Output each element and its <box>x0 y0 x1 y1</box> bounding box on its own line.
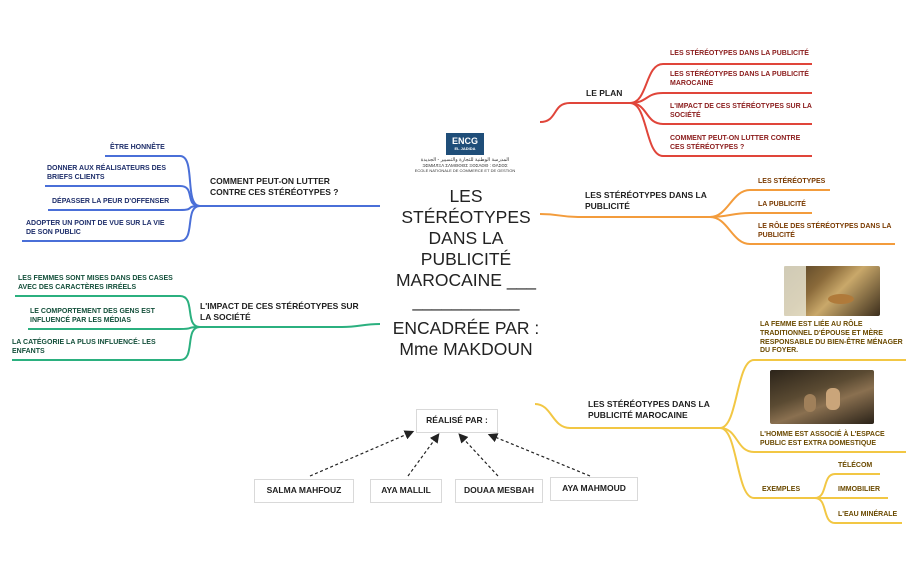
exemple-item-3: L'EAU MINÉRALE <box>838 511 898 518</box>
lutter-branch-lines <box>22 155 380 242</box>
plan-item-2: LES STÉRÉOTYPES DANS LA PUBLICITÉ MAROCA… <box>670 71 809 87</box>
central-title: LES STÉRÉOTYPES DANS LA PUBLICITÉ MAROCA… <box>395 186 537 290</box>
pub-title: LES STÉRÉOTYPES DANS LA PUBLICITÉ <box>585 190 707 211</box>
author-box-2: AYA MALLIL <box>370 479 442 503</box>
author-box-1: SALMA MAHFOUZ <box>254 479 354 503</box>
plan-item-1: LES STÉRÉOTYPES DANS LA PUBLICITÉ <box>670 50 809 57</box>
ad-photo-woman <box>784 266 880 316</box>
impact-item-3: LA CATÉGORIE LA PLUS INFLUENCÉ: LES ENFA… <box>12 339 156 355</box>
pub-item-2: LA PUBLICITÉ <box>758 201 806 208</box>
pub-item-3: LE RÔLE DES STÉRÉOTYPES DANS LA PUBLICIT… <box>758 223 892 239</box>
impact-item-1: LES FEMMES SONT MISES DANS DES CASES AVE… <box>18 275 173 291</box>
central-separator: ___________ <box>412 291 520 311</box>
plan-title: LE PLAN <box>586 88 623 98</box>
exemple-item-1: TÉLÉCOM <box>838 462 873 469</box>
plan-branch-lines <box>539 63 812 157</box>
plan-item-4: COMMENT PEUT-ON LUTTER CONTRE CES STÉRÉO… <box>670 135 801 151</box>
ad-photo-man <box>770 370 874 424</box>
impact-title: L'IMPACT DE CES STÉRÉOTYPES SUR LA SOCIÉ… <box>200 301 359 322</box>
exemple-item-2: IMMOBILIER <box>838 486 880 493</box>
lutter-title: COMMENT PEUT-ON LUTTER CONTRE CES STÉRÉO… <box>210 176 339 197</box>
author-arrows <box>309 430 591 477</box>
encg-badge-sub: EL JADIDA <box>454 146 476 151</box>
logo-line-2: ЭΣΜИЛΞΛ ΣΛΜΘΘΘΣ ΞΘΣΛΘΘ : ΘΛΣΘΣ <box>422 163 508 168</box>
impact-branch-lines <box>12 295 381 361</box>
encg-badge-text: ENCG <box>451 136 478 146</box>
author-box-3: DOUAA MESBAH <box>455 479 543 503</box>
lutter-item-3: DÉPASSER LA PEUR D'OFFENSER <box>52 198 170 205</box>
maroc-branch-lines <box>534 359 906 524</box>
central-topic: LES STÉRÉOTYPES DANS LA PUBLICITÉ MAROCA… <box>390 186 542 360</box>
central-supervisor: ENCADRÉE PAR : Mme MAKDOUN <box>392 318 540 359</box>
maroc-femme: LA FEMME EST LIÉE AU RÔLE TRADITIONNEL D… <box>760 321 903 355</box>
ad-photo-woman-light <box>784 266 806 316</box>
impact-item-2: LE COMPORTEMENT DES GENS EST INFLUENCÉ P… <box>30 308 155 324</box>
logo-line-3: ECOLE NATIONALE DE COMMERCE ET DE GESTIO… <box>414 168 516 173</box>
ad-photo-man-figure-2 <box>804 394 816 412</box>
exemples-label: EXEMPLES <box>762 486 801 493</box>
ad-photo-man-figure <box>826 388 840 410</box>
author-box-4: AYA MAHMOUD <box>550 477 638 501</box>
encg-badge: ENCG EL JADIDA <box>446 133 484 155</box>
pub-item-1: LES STÉRÉOTYPES <box>758 178 826 185</box>
encg-logo: ENCG EL JADIDA المدرسة الوطنية للتجارة و… <box>405 133 525 173</box>
ad-photo-woman-dish <box>828 294 854 304</box>
logo-arabic-line: المدرسة الوطنية للتجارة والتسيير - الجدي… <box>420 157 510 163</box>
lutter-item-1: ÊTRE HONNÊTE <box>110 144 165 151</box>
pub-branch-lines <box>539 189 895 245</box>
lutter-item-4: ADOPTER UN POINT DE VUE SUR LA VIE DE SO… <box>26 220 165 236</box>
plan-item-3: L'IMPACT DE CES STÉRÉOTYPES SUR LA SOCIÉ… <box>670 103 812 119</box>
maroc-title: LES STÉRÉOTYPES DANS LA PUBLICITÉ MAROCA… <box>588 399 710 420</box>
maroc-homme: L'HOMME EST ASSOCIÉ À L'ESPACE PUBLIC ES… <box>760 431 885 447</box>
realise-par-box: RÉALISÉ PAR : <box>416 409 498 433</box>
lutter-item-2: DONNER AUX RÉALISATEURS DES BRIEFS CLIEN… <box>47 165 167 181</box>
